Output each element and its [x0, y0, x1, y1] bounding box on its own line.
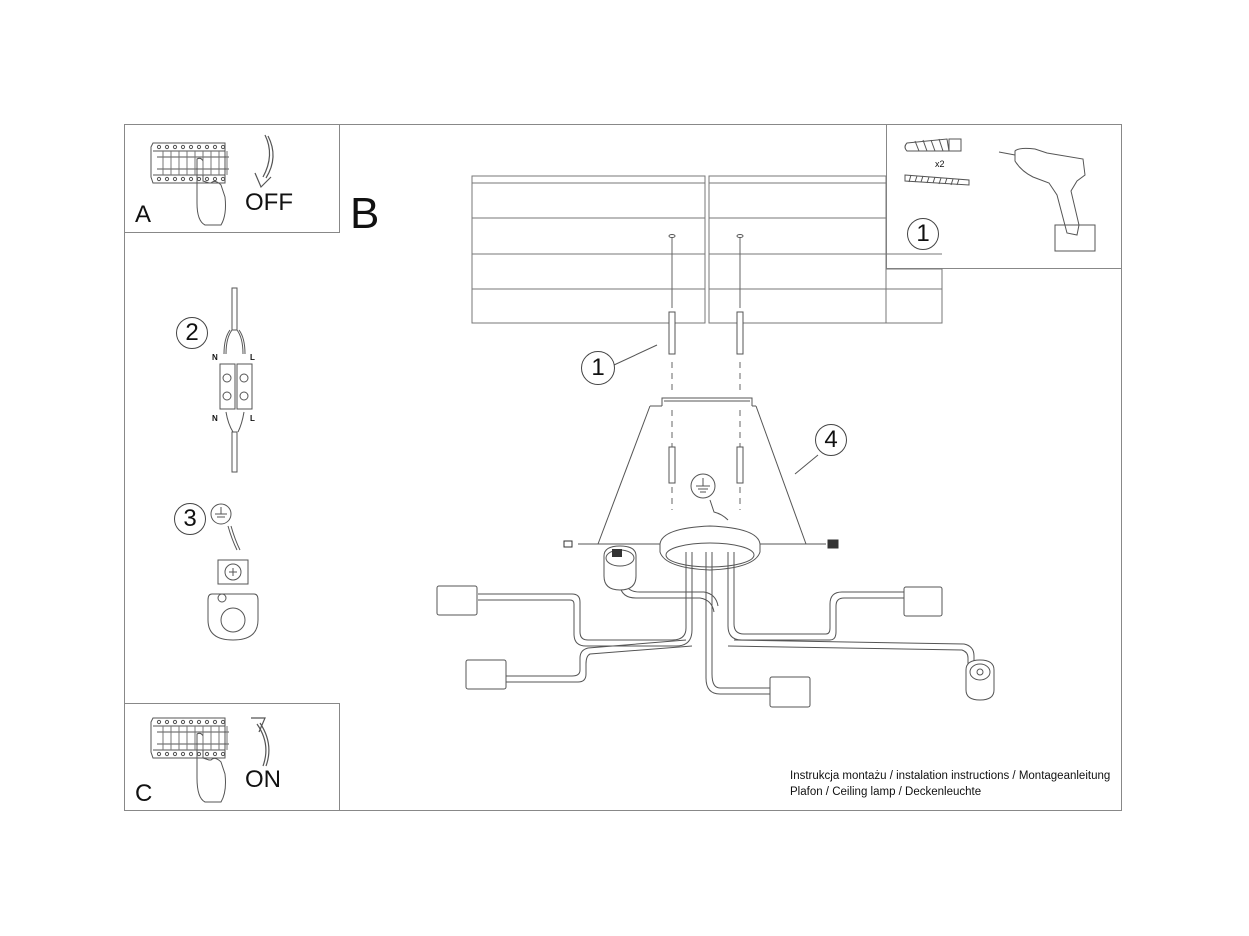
breaker-terminal — [156, 719, 162, 725]
breaker-terminal — [164, 751, 170, 757]
breaker-terminal — [180, 176, 186, 182]
breaker-terminal — [172, 751, 178, 757]
breaker-terminal — [180, 719, 186, 725]
callout-3-ground: 3 — [174, 503, 206, 535]
footer-line-1: Instrukcja montażu / instalation instruc… — [790, 770, 1111, 782]
circuit-breaker-icon — [150, 134, 274, 226]
breaker-terminal — [156, 176, 162, 182]
breaker-terminal — [204, 144, 210, 150]
screw-icon — [904, 174, 970, 186]
breaker-terminal — [172, 144, 178, 150]
label-n-bottom: N — [212, 414, 218, 423]
breaker-terminal — [220, 144, 226, 150]
hand-icon — [196, 157, 226, 226]
arrow-down-icon — [254, 134, 274, 189]
breaker-terminal — [212, 719, 218, 725]
breaker-terminal — [172, 176, 178, 182]
breaker-terminal — [156, 751, 162, 757]
callout-4-lamp: 4 — [815, 424, 847, 456]
breaker-terminal — [220, 751, 226, 757]
breaker-terminal — [164, 176, 170, 182]
breaker-terminal — [172, 719, 178, 725]
callout-2-wiring: 2 — [176, 317, 208, 349]
breaker-terminal — [188, 751, 194, 757]
footer-line-2: Plafon / Ceiling lamp / Deckenleuchte — [790, 786, 982, 798]
footer-text: Instrukcja montażu / instalation instruc… — [790, 768, 1110, 800]
step-a-letter: A — [135, 201, 152, 228]
quantity-label: x2 — [935, 159, 945, 169]
callout-1-screws: 1 — [581, 351, 615, 385]
breaker-terminal — [188, 144, 194, 150]
breaker-terminal — [188, 176, 194, 182]
breaker-terminal — [204, 176, 210, 182]
breaker-terminal — [204, 751, 210, 757]
callout-1-tools: 1 — [907, 218, 939, 250]
breaker-terminal — [164, 719, 170, 725]
breaker-terminal — [212, 176, 218, 182]
label-l-bottom: L — [250, 414, 255, 423]
step-c-action-label: ON — [245, 766, 281, 793]
breaker-terminal — [196, 719, 202, 725]
breaker-terminal — [180, 144, 186, 150]
breaker-terminal — [220, 719, 226, 725]
step-a-panel: A OFF — [124, 124, 340, 233]
breaker-terminal — [212, 144, 218, 150]
breaker-terminal — [156, 144, 162, 150]
breaker-terminal — [196, 176, 202, 182]
breaker-terminal — [196, 751, 202, 757]
breaker-terminal — [196, 144, 202, 150]
instruction-sheet-frame — [124, 124, 1122, 811]
step-c-panel: C ON — [124, 703, 340, 811]
hand-icon — [196, 732, 226, 803]
arrow-up-icon — [251, 717, 270, 767]
breaker-terminal — [180, 751, 186, 757]
label-n-top: N — [212, 353, 218, 362]
breaker-terminal — [212, 751, 218, 757]
step-c-letter: C — [135, 780, 153, 807]
drill-icon — [998, 147, 1096, 252]
circuit-breaker-icon — [150, 717, 270, 803]
breaker-terminal — [164, 144, 170, 150]
wall-plug-icon — [904, 138, 962, 152]
tools-panel: x2 1 — [886, 124, 1122, 269]
label-l-top: L — [250, 353, 255, 362]
breaker-terminal — [220, 176, 226, 182]
breaker-terminal — [204, 719, 210, 725]
breaker-terminal — [188, 719, 194, 725]
step-b-letter: B — [350, 189, 380, 238]
step-a-action-label: OFF — [245, 189, 293, 216]
